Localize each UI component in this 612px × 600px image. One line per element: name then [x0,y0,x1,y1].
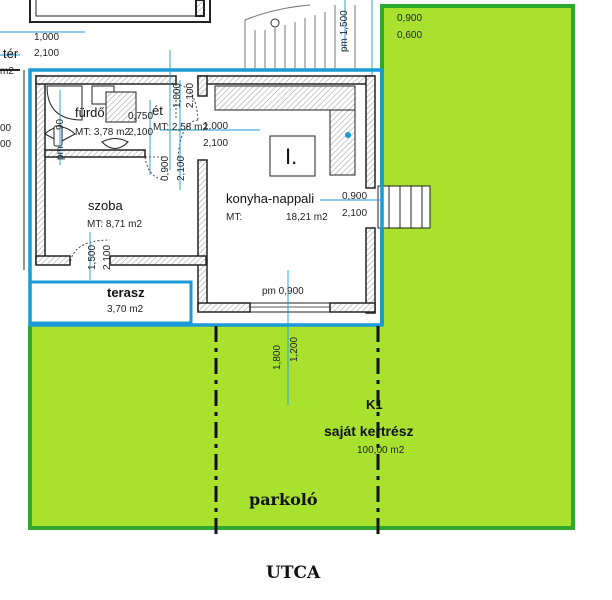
room-et-area: MT: 2,58 m2 [153,122,209,133]
unit-border [28,68,384,327]
dim-left-edge-1: 00 [0,123,12,134]
unit-label: I. [285,144,298,169]
dim-top-right-window-1: 0,900 [397,13,423,24]
dim-furdo-door-2: 2,100 [185,82,196,108]
room-ter-name: tér [3,46,19,61]
room-et-name: ét [152,103,163,118]
garden-id: K1 [366,397,383,412]
room-furdo-name: fürdő [75,105,105,120]
garden-border [28,4,575,530]
dim-entry-door-1: 0,900 [342,191,368,202]
dim-furdo-window-2: 2,100 [128,127,154,138]
building-walls [35,75,376,314]
dim-szoba-lower-door-2: 2,100 [102,244,113,270]
dim-top-right-window-2: 0,600 [397,30,423,41]
garden-area [30,325,573,528]
room-konyha-area: 18,21 m2 [286,212,328,223]
dim-szoba-lower-door-1: 1,500 [87,244,98,270]
parking-dividers [214,326,380,540]
stair-upper [244,4,356,70]
entry-stairs [377,185,431,229]
stair-marker [270,18,280,28]
room-konyha-area-prefix: MT: [226,212,243,223]
dimension-lines [0,0,380,405]
dim-et-door-1: 1,000 [203,121,229,132]
parking-label: parkoló [249,490,318,509]
dim-top-left-door-1: 1,000 [34,32,60,43]
upper-structure [29,0,211,23]
room-szoba-name: szoba [88,198,123,213]
room-furdo-area: MT: 3,78 m2 [75,127,131,138]
dim-front-vertical-2: 1,200 [289,336,300,362]
dim-et-door-2: 2,100 [203,138,229,149]
room-ter-area: m2 [0,66,14,77]
dim-top-left-door-2: 2,100 [34,48,60,59]
dim-szoba-door-1: 0,900 [160,155,171,181]
room-szoba-area: MT: 8,71 m2 [87,219,143,230]
room-terasz-area: 3,70 m2 [107,304,144,315]
kitchen-counter [214,85,356,176]
room-terasz-name: terasz [107,285,145,300]
pipe-dot [345,132,351,138]
dim-furdo-door-1: 1,000 [172,82,183,108]
dim-stair-pm: pm 1,500 [339,10,350,52]
dim-furdo-side: 90 [55,118,66,130]
garden-side-area [380,6,573,326]
dim-front-vertical-1: 1,800 [272,344,283,370]
bottom-window [249,302,331,313]
street-label: UTCA [266,563,321,583]
room-konyha-name: konyha-nappali [226,191,315,206]
door-swings [69,83,199,266]
stove [269,135,316,177]
dim-bottom-window: pm 0,900 [262,286,304,297]
dim-furdo-pm: pm [55,146,66,160]
garden-name: saját kertrész [324,423,414,439]
garden-area-value: 100,00 m2 [357,445,405,456]
dim-furdo-window-1: 0,750 [128,111,154,122]
dim-entry-door-2: 2,100 [342,208,368,219]
dim-szoba-door-2: 2,100 [176,155,187,181]
bath-fixtures [44,85,137,149]
dim-left-edge-2: 00 [0,139,12,150]
